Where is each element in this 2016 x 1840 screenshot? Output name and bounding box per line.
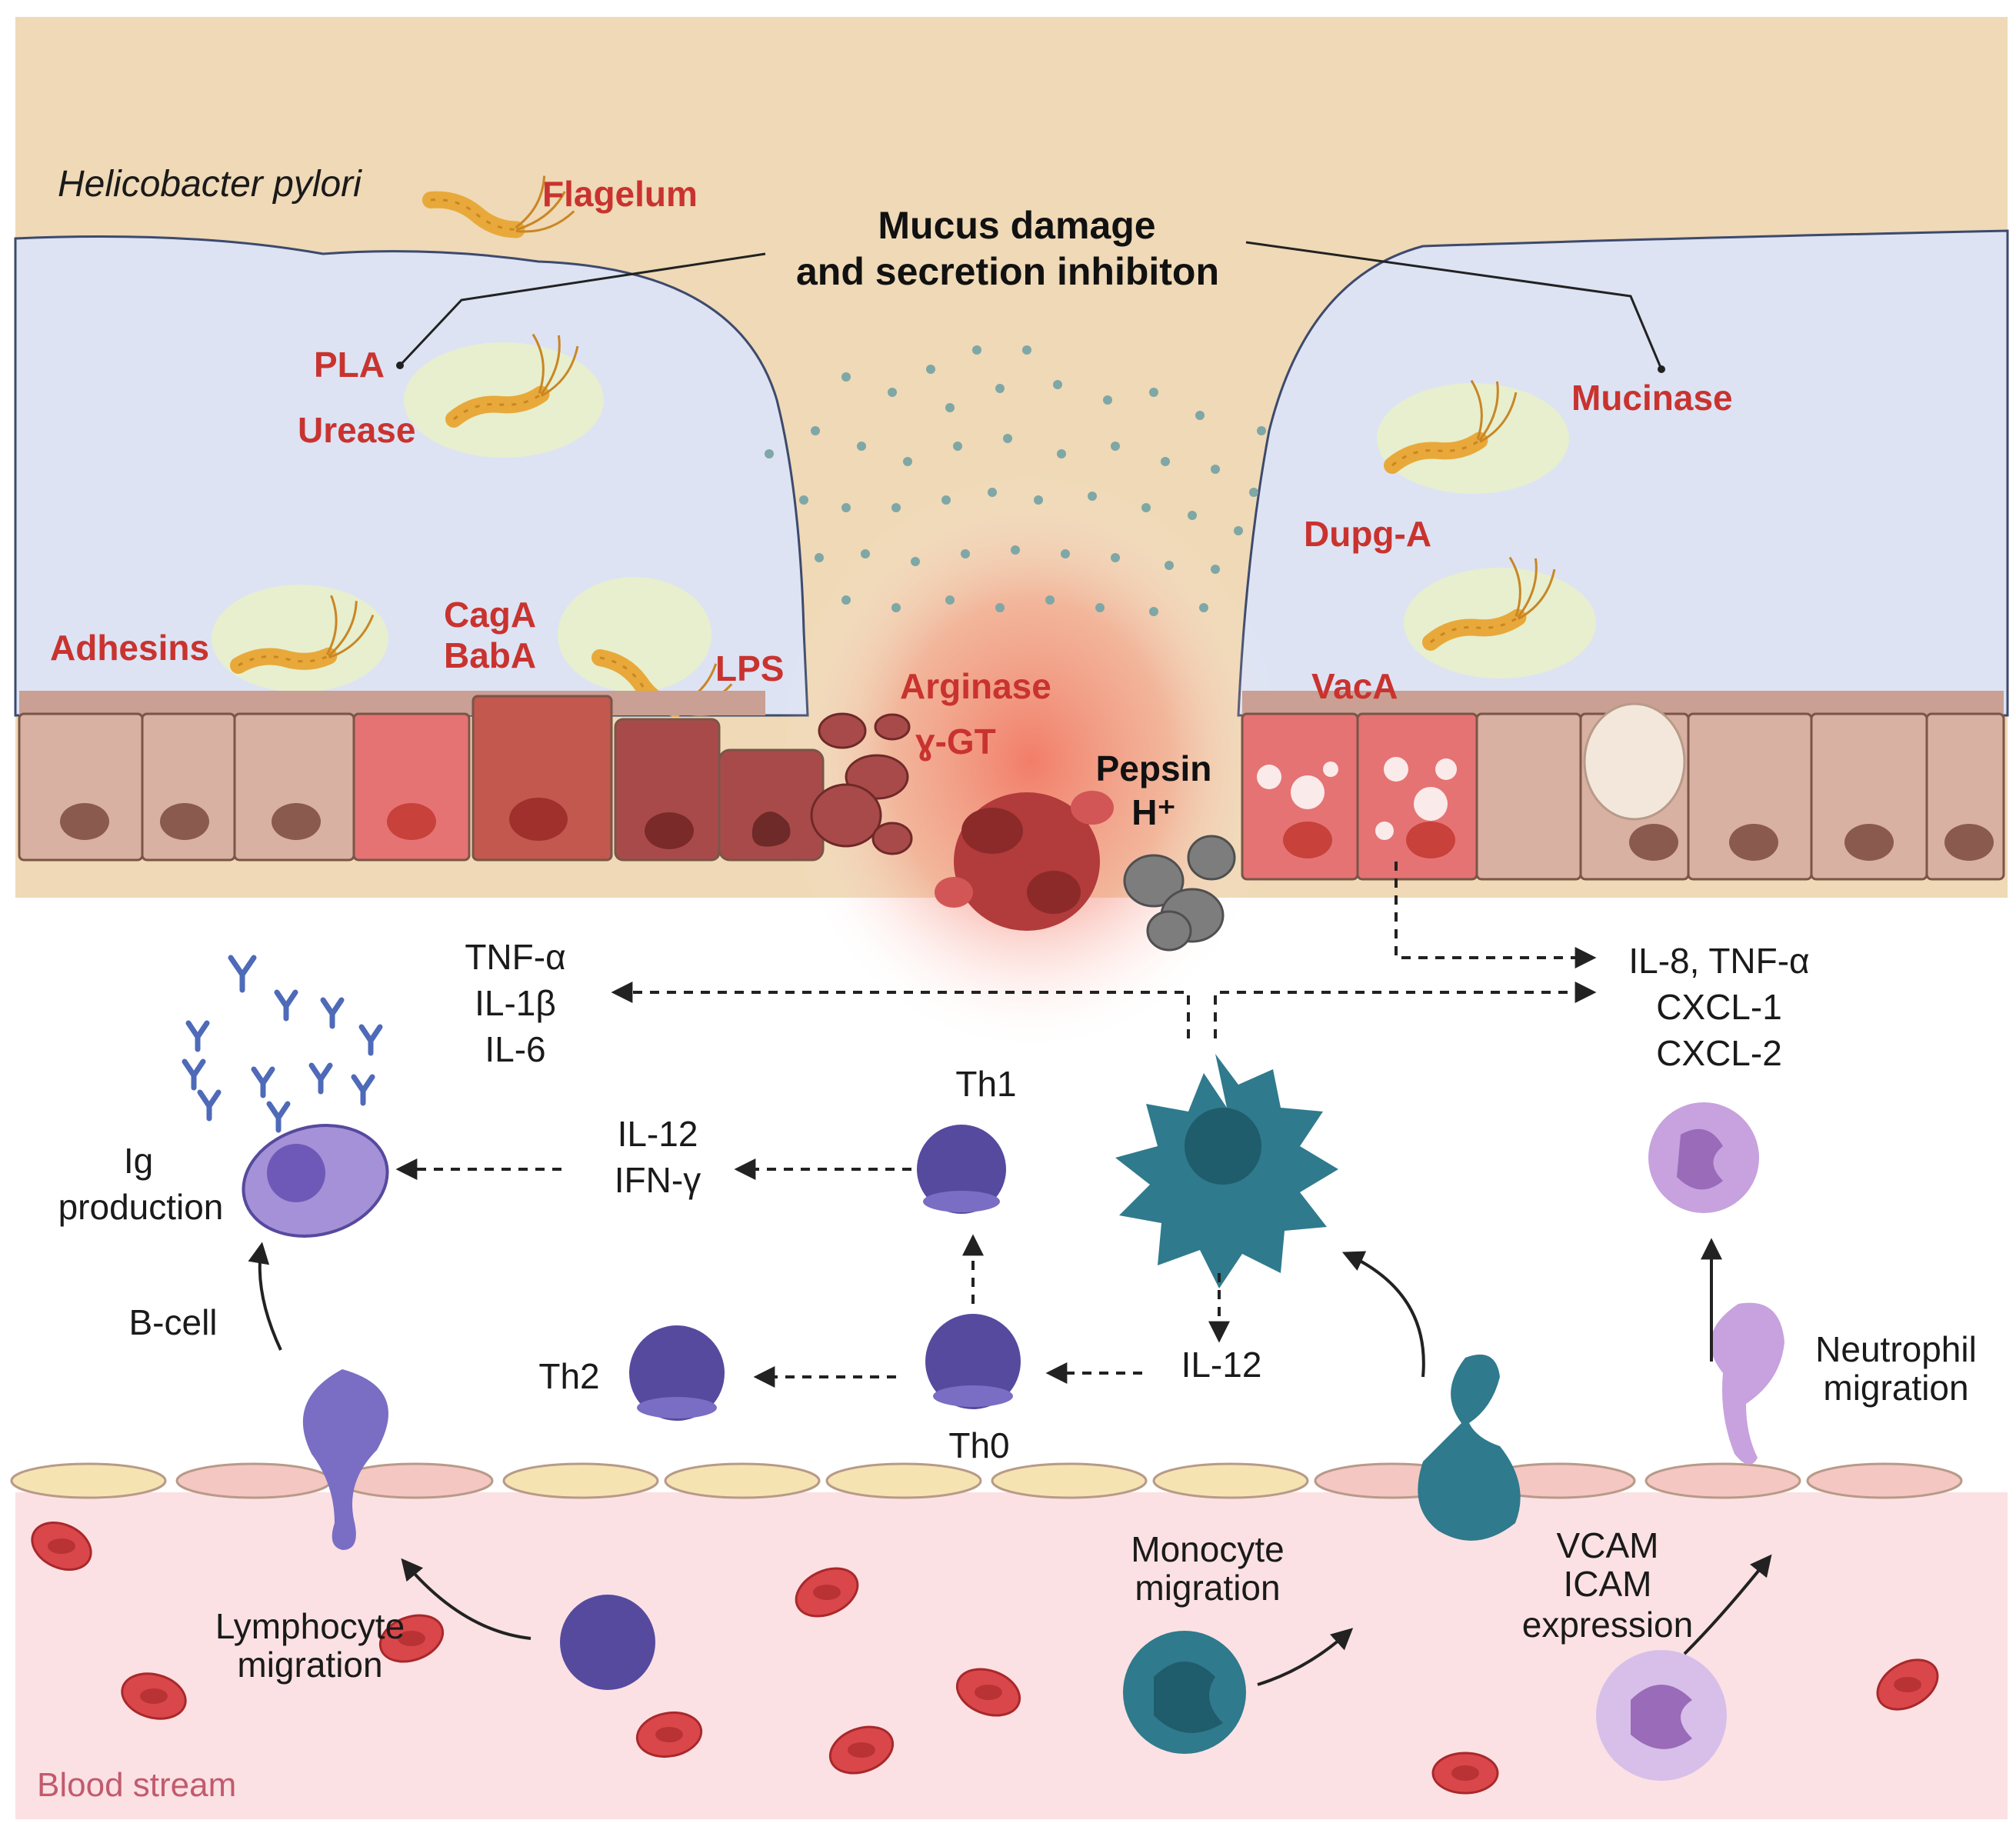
migrating-lymphocyte: [302, 1369, 388, 1550]
microvilli-left: [19, 691, 765, 715]
urease-label: Urease: [298, 410, 415, 450]
cxcl2-label: CXCL-2: [1656, 1033, 1782, 1073]
monocyte-label-1: Monocyte: [1131, 1529, 1284, 1569]
cxcl1-label: CXCL-1: [1656, 987, 1782, 1027]
mucus-layer-right: [1237, 229, 2009, 717]
ifn-gamma-label: IFN-γ: [615, 1160, 701, 1200]
cell-nuclei-left: [60, 798, 791, 849]
ig-label: Ig: [124, 1141, 153, 1181]
mucinase-marker: [1658, 365, 1665, 373]
ggt-label: ɣ-GT: [915, 722, 996, 762]
species-label: Helicobacter pylori: [58, 164, 362, 205]
pepsin-damage: [1123, 835, 1236, 952]
monocyte-nucleus: [1154, 1662, 1223, 1733]
tnf-alpha-label: TNF-α: [465, 937, 565, 977]
baba-label: BabA: [444, 635, 536, 675]
expression-label: expression: [1522, 1605, 1693, 1645]
pla-marker: [396, 362, 404, 369]
il12-label-top: IL-12: [618, 1114, 698, 1154]
lps-label: LPS: [715, 648, 784, 688]
bcell-label: B-cell: [128, 1302, 217, 1342]
bacterium-halo: [212, 585, 388, 692]
tissue-neutrophil-nucleus: [1677, 1128, 1723, 1190]
dupg-label: Dupg-A: [1304, 514, 1431, 554]
necrotic-mass: [935, 791, 1114, 931]
mucus-damage-label-2: and secretion inhibiton: [796, 250, 1219, 293]
vcam-label: VCAM: [1557, 1525, 1659, 1565]
caga-label: CagA: [444, 595, 536, 635]
adhesins-label: Adhesins: [50, 628, 209, 668]
neutrophil-label-1: Neutrophil: [1815, 1329, 1977, 1369]
rbc-centers: [48, 1538, 1921, 1781]
leader-lines: [398, 241, 1663, 370]
vaca-label: VacA: [1311, 666, 1398, 706]
inflammation-glow: [777, 469, 1285, 1054]
migrating-monocyte: [1418, 1354, 1521, 1541]
hplus-label: H⁺: [1131, 792, 1176, 832]
blood-lymphocyte: [560, 1595, 655, 1690]
pla-label: PLA: [314, 345, 385, 385]
th1-label: Th1: [955, 1064, 1016, 1104]
vacuoles: [1257, 757, 1457, 840]
migrating-neutrophil: [1711, 1302, 1784, 1465]
pepsin-label: Pepsin: [1096, 748, 1212, 788]
blood-stream-label: Blood stream: [37, 1766, 236, 1804]
th1-cell: [917, 1125, 1006, 1214]
il6-label: IL-6: [485, 1029, 545, 1069]
blood-neutrophil-nucleus: [1631, 1685, 1692, 1749]
lymphocyte-label-1: Lymphocyte: [215, 1606, 405, 1646]
mucus-particles: [765, 345, 1266, 616]
th2-cell: [629, 1325, 725, 1421]
migration-arrows: [248, 1238, 1772, 1686]
mucinase-label: Mucinase: [1571, 378, 1733, 418]
plasma-cell-nucleus: [267, 1144, 325, 1202]
goblet-cell-granules: [1583, 702, 1686, 821]
apoptotic-fragments: [810, 712, 913, 855]
il1b-label: IL-1β: [475, 983, 556, 1023]
th0-label: Th0: [948, 1425, 1009, 1465]
dendritic-nucleus: [1185, 1108, 1261, 1185]
mucus-damage-label-1: Mucus damage: [878, 204, 1155, 247]
neutrophil-label-2: migration: [1823, 1368, 1968, 1408]
production-label: production: [58, 1187, 224, 1227]
arginase-label: Arginase: [900, 666, 1051, 706]
icam-label: ICAM: [1564, 1564, 1652, 1604]
flagelum-label: Flagelum: [542, 174, 698, 214]
antibodies: [182, 955, 383, 1133]
dashed-arrows: [395, 862, 1597, 1388]
lymphocyte-label-2: migration: [237, 1645, 382, 1685]
il12-label-bottom: IL-12: [1181, 1345, 1262, 1385]
th2-label: Th2: [538, 1356, 599, 1396]
th0-cell: [925, 1314, 1021, 1409]
il8-tnf-label: IL-8, TNF-α: [1628, 941, 1809, 981]
monocyte-label-2: migration: [1135, 1568, 1280, 1608]
cell-nuclei-right: [1283, 822, 1994, 861]
